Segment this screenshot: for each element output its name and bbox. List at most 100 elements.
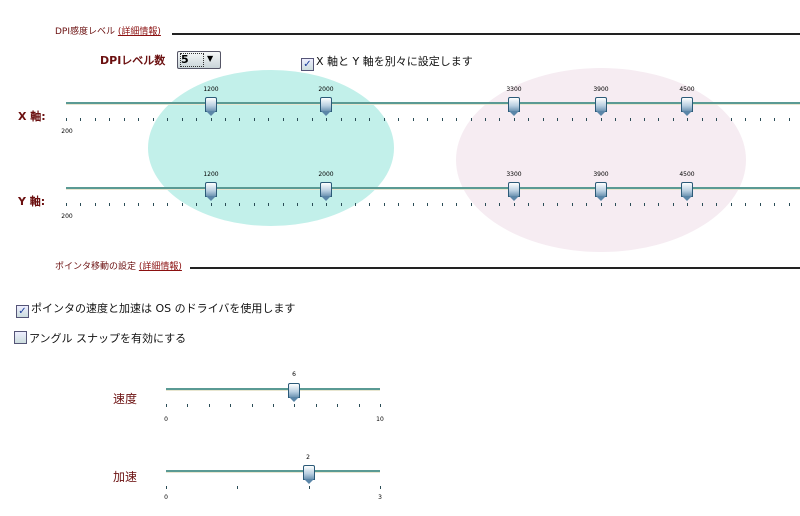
tick-mark (572, 118, 573, 121)
tick-mark (341, 203, 342, 206)
tick-mark (630, 203, 631, 206)
tick-mark (456, 203, 457, 206)
tick-mark (225, 203, 226, 206)
tick-mark (687, 203, 688, 206)
tick-mark (254, 203, 255, 206)
tick-mark (398, 118, 399, 121)
pointer-details-link[interactable]: (詳細情報) (138, 262, 182, 272)
slider-thumb[interactable] (288, 383, 300, 402)
tick-mark (442, 203, 443, 206)
slider-track (166, 388, 380, 391)
tick-mark (316, 404, 317, 407)
tick-mark (384, 118, 385, 121)
tick-mark (427, 118, 428, 121)
tick-mark (309, 486, 310, 489)
tick-mark (326, 203, 327, 206)
thumb-value-label: 3300 (506, 86, 522, 93)
tick-mark (658, 203, 659, 206)
slider-thumb[interactable] (205, 182, 217, 201)
slider-thumb[interactable] (595, 182, 607, 201)
checkbox-checked-icon: ✓ (301, 58, 314, 71)
tick-mark (644, 203, 645, 206)
slider-thumb[interactable] (320, 182, 332, 201)
tick-mark (109, 203, 110, 206)
tick-mark (774, 203, 775, 206)
tick-mark (369, 203, 370, 206)
speed-label: 速度 (113, 392, 138, 406)
tick-mark (66, 118, 67, 121)
tick-mark (789, 203, 790, 206)
tick-mark (398, 203, 399, 206)
dpi-section-label: DPI感度レベル (55, 27, 116, 37)
select-value: 5 (180, 53, 204, 67)
tick-mark (95, 118, 96, 121)
tick-mark (615, 118, 616, 121)
tick-mark (644, 118, 645, 121)
tick-mark (124, 118, 125, 121)
slider-thumb[interactable] (681, 182, 693, 201)
tick-mark (380, 404, 381, 407)
tick-mark (716, 118, 717, 121)
tick-mark (283, 118, 284, 121)
tick-mark (337, 404, 338, 407)
thumb-value-label: 1200 (203, 171, 219, 178)
acceleration-label: 加速 (113, 470, 138, 484)
checkbox-unchecked-icon (14, 331, 27, 344)
divider (190, 267, 800, 269)
tick-mark (543, 118, 544, 121)
tick-mark (359, 404, 360, 407)
tick-mark (294, 404, 295, 407)
tick-mark (297, 203, 298, 206)
x-min-label: 200 (61, 128, 73, 135)
tick-mark (124, 203, 125, 206)
tick-mark (384, 203, 385, 206)
tick-mark (239, 118, 240, 121)
tick-mark (687, 118, 688, 121)
tick-mark (673, 203, 674, 206)
thumb-value-label: 2000 (318, 86, 334, 93)
tick-mark (196, 118, 197, 121)
thumb-value-label: 4500 (679, 171, 695, 178)
tick-mark (268, 118, 269, 121)
slider-thumb[interactable] (508, 97, 520, 116)
pink-highlight (456, 68, 746, 252)
tick-mark (326, 118, 327, 121)
dpi-level-count-select[interactable]: 5 ▼ (177, 51, 221, 69)
tick-mark (485, 118, 486, 121)
tick-mark (586, 118, 587, 121)
tick-mark (413, 118, 414, 121)
angle-snap-checkbox[interactable]: アングル スナップを有効にする (14, 330, 186, 346)
tick-mark (615, 203, 616, 206)
dpi-details-link[interactable]: (詳細情報) (117, 27, 161, 37)
tick-mark (166, 486, 167, 489)
thumb-value-label: 4500 (679, 86, 695, 93)
acceleration-min-label: 0 (164, 494, 168, 501)
slider-thumb[interactable] (303, 465, 315, 484)
tick-mark (138, 203, 139, 206)
tick-mark (225, 118, 226, 121)
use-os-driver-checkbox[interactable]: ✓ポインタの速度と加速は OS のドライバを使用します (16, 300, 295, 318)
speed-max-label: 10 (376, 416, 384, 423)
tick-mark (774, 118, 775, 121)
tick-mark (514, 118, 515, 121)
separate-axes-checkbox[interactable]: ✓X 軸と Y 軸を別々に設定します (301, 53, 473, 71)
slider-thumb[interactable] (681, 97, 693, 116)
tick-mark (601, 118, 602, 121)
tick-mark (528, 118, 529, 121)
tick-mark (109, 118, 110, 121)
tick-mark (499, 203, 500, 206)
tick-mark (182, 118, 183, 121)
tick-mark (273, 404, 274, 407)
slider-track (166, 470, 380, 473)
slider-thumb[interactable] (320, 97, 332, 116)
tick-mark (528, 203, 529, 206)
tick-mark (789, 118, 790, 121)
tick-mark (716, 203, 717, 206)
slider-thumb[interactable] (595, 97, 607, 116)
tick-mark (341, 118, 342, 121)
tick-mark (355, 118, 356, 121)
slider-thumb[interactable] (508, 182, 520, 201)
slider-thumb[interactable] (205, 97, 217, 116)
tick-mark (182, 203, 183, 206)
tick-mark (312, 118, 313, 121)
